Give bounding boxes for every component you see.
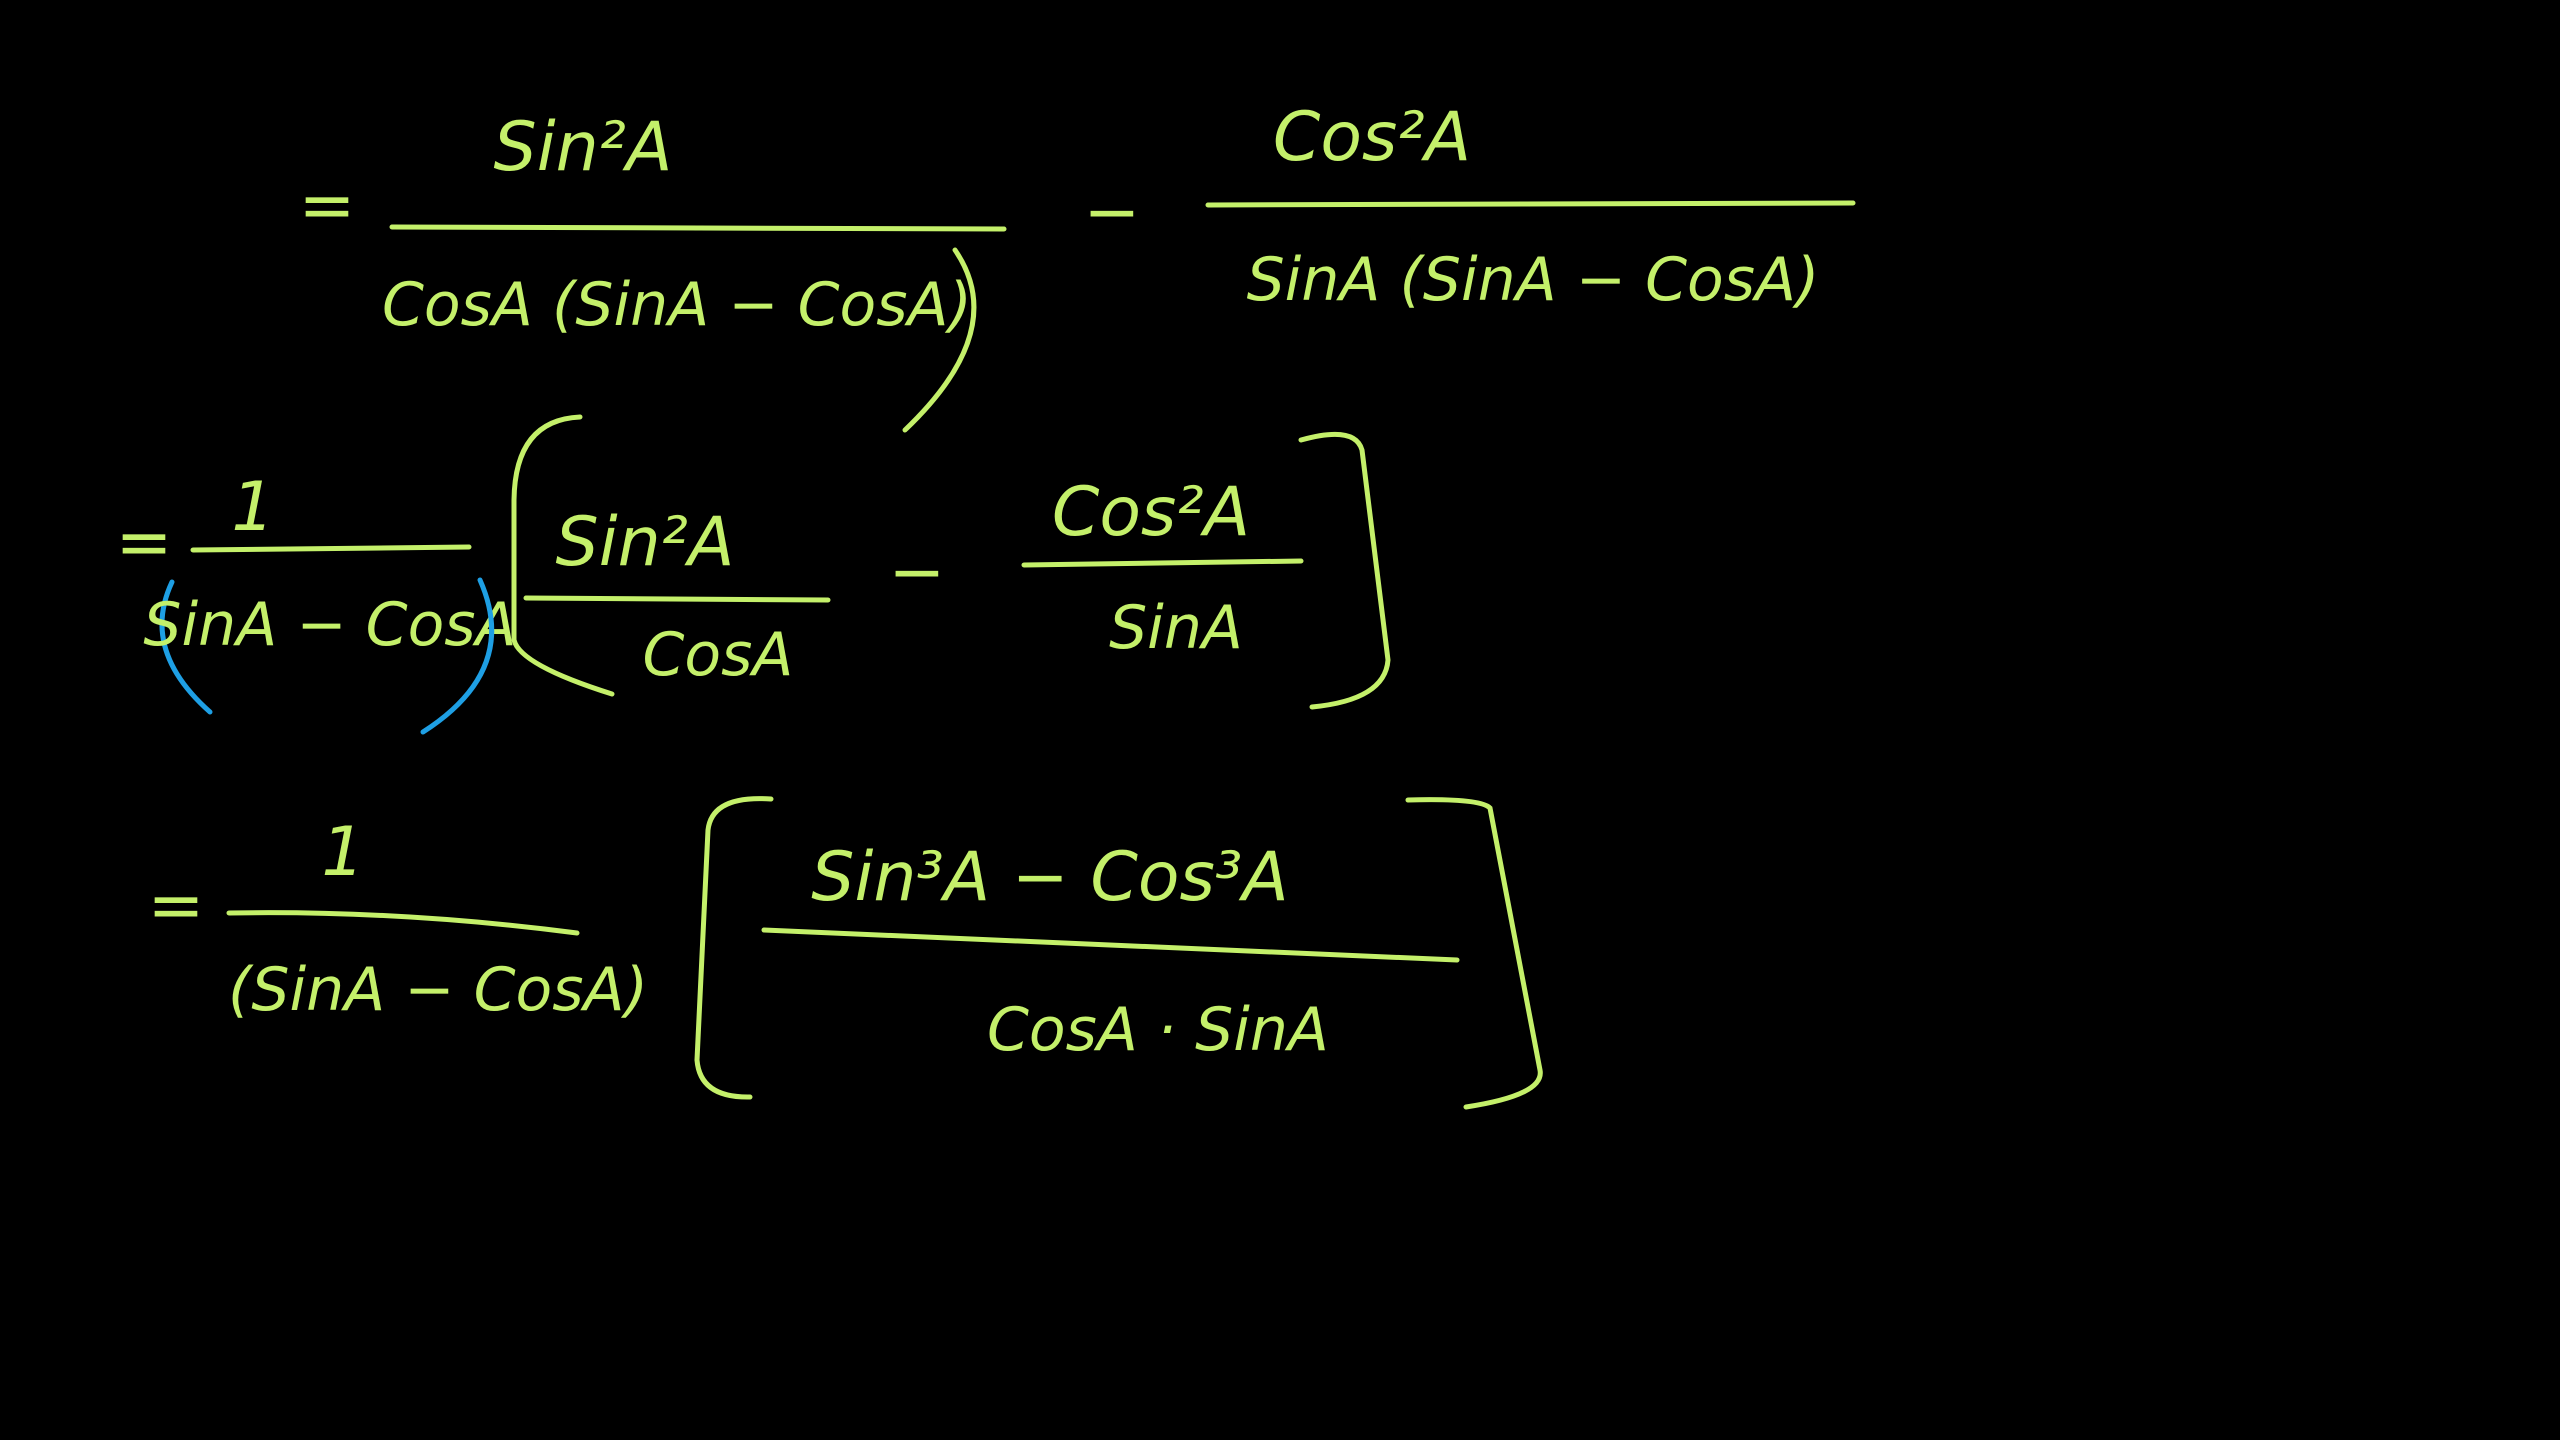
factor-numerator: 1 <box>231 468 274 547</box>
term2-denominator: SinA <box>1109 593 1243 663</box>
fraction-bar <box>523 595 831 603</box>
equation-line-2: = 1 SinA − CosA Sin²A CosA − Cos²A SinA <box>116 414 1391 735</box>
factor-denominator: SinA − CosA <box>143 590 516 660</box>
fraction-bar <box>389 224 1007 232</box>
term1-denominator: CosA <box>643 620 794 690</box>
term2-numerator: Cos²A <box>1052 473 1250 552</box>
fraction-bar <box>1021 558 1304 568</box>
term2-denominator: SinA (SinA − CosA) <box>1247 245 1820 315</box>
left-bracket <box>694 796 774 1100</box>
equals-sign: = <box>299 166 356 245</box>
term1-numerator: Sin²A <box>494 108 673 187</box>
right-bracket <box>1298 431 1391 710</box>
numerator: Sin³A − Cos³A <box>811 838 1288 917</box>
minus-sign: − <box>1084 173 1141 252</box>
left-paren-highlight <box>159 579 213 715</box>
fraction-bar <box>1205 200 1856 208</box>
equation-line-1: = Sin²A CosA (SinA − CosA) − Cos²A SinA … <box>299 98 1856 433</box>
minus-sign: − <box>889 533 946 612</box>
right-bracket <box>1405 797 1543 1110</box>
factor-denominator: (SinA − CosA) <box>228 955 648 1025</box>
fraction-bar <box>761 927 1460 963</box>
fraction-bar <box>190 544 472 553</box>
term2-numerator: Cos²A <box>1273 98 1471 177</box>
term1-numerator: Sin²A <box>556 503 735 582</box>
fraction-bar <box>226 910 580 936</box>
right-paren-highlight <box>420 577 495 735</box>
denominator: CosA · SinA <box>987 995 1329 1065</box>
equals-sign: = <box>116 503 173 582</box>
term1-denominator: CosA (SinA − CosA) <box>382 270 972 340</box>
equation-line-3: = 1 (SinA − CosA) Sin³A − Cos³A CosA · S… <box>148 796 1543 1110</box>
factor-numerator: 1 <box>321 813 364 892</box>
left-bracket <box>511 414 615 697</box>
equals-sign: = <box>148 866 205 945</box>
right-paren-stroke <box>902 247 977 433</box>
